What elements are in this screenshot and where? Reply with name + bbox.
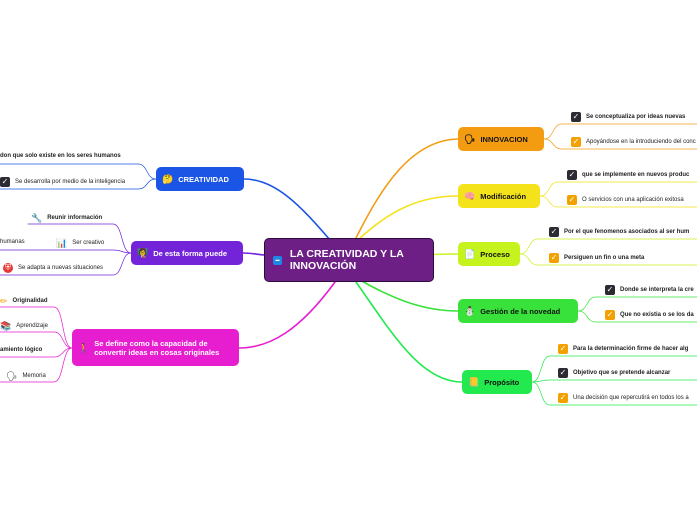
topic-modificacion[interactable]: 🧠 Modificación xyxy=(458,184,540,208)
central-topic[interactable]: ▬ LA CREATIVIDAD Y LA INNOVACIÓN xyxy=(264,238,434,282)
checkbox-icon: ✓ xyxy=(549,253,559,263)
link-leaf-forma-2 xyxy=(0,249,132,254)
link-define xyxy=(238,281,336,349)
topic-proceso[interactable]: 📄 Proceso xyxy=(458,242,520,266)
checkbox-icon: ✓ xyxy=(567,170,577,180)
checkbox-icon: ✓ xyxy=(567,195,577,205)
checkbox-icon: ✓ xyxy=(558,344,568,354)
link-leaf-proceso-1 xyxy=(519,238,697,255)
link-modificacion xyxy=(357,195,459,241)
chart-icon: 📊 xyxy=(56,238,68,248)
leaf-creatividad-2[interactable]: ✓ Se desarrolla por medio de la intelige… xyxy=(0,177,126,187)
leaf-define-2[interactable]: 📚 Aprendizaje xyxy=(0,321,48,331)
link-leaf-modificacion-2 xyxy=(539,195,697,208)
link-leaf-proposito-3 xyxy=(531,381,697,406)
topic-creatividad-label: CREATIVIDAD xyxy=(178,174,229,184)
checkbox-icon: ✓ xyxy=(549,227,559,237)
link-leaf-innovacion-1 xyxy=(543,123,697,140)
link-leaf-gestion-1 xyxy=(577,296,697,312)
link-leaf-define-2 xyxy=(0,331,73,349)
leaf-proceso-1[interactable]: ✓ Por el que fenomenos asociados al ser … xyxy=(549,227,690,237)
link-leaf-define-3 xyxy=(0,347,73,358)
topic-creatividad[interactable]: 🤔 CREATIVIDAD xyxy=(156,167,244,191)
topic-define[interactable]: 🚶 Se define como la capacidad de convert… xyxy=(72,329,239,366)
link-leaf-proceso-2 xyxy=(519,253,697,266)
leaf-innovacion-1[interactable]: ✓ Se conceptualiza por ideas nuevas xyxy=(571,112,686,122)
person-arrow-icon: 🚶 xyxy=(78,342,90,353)
leaf-modificacion-1[interactable]: ✓ que se implemente en nuevos produc xyxy=(567,170,690,180)
head-gears-icon: 🗣 xyxy=(464,134,476,144)
leaf-forma-1[interactable]: 🔧 Reunir información xyxy=(31,213,103,223)
link-leaf-proposito-2 xyxy=(531,379,697,383)
topic-gestion-label: Gestión de la novedad xyxy=(480,306,561,316)
checkbox-icon: ✓ xyxy=(605,285,615,295)
topic-proposito-label: Propósito xyxy=(484,377,520,387)
topic-define-label: Se define como la capacidad de convertir… xyxy=(94,338,220,357)
link-leaf-define-4 xyxy=(0,347,73,383)
topic-modificacion-label: Modificación xyxy=(480,191,527,201)
topic-forma-label: De esta forma puede xyxy=(153,248,227,258)
link-leaf-creatividad-2 xyxy=(0,178,157,190)
thinker-icon: 🤔 xyxy=(162,174,174,184)
leaf-innovacion-2[interactable]: ✓ Apoyándose en la introduciendo del con… xyxy=(571,137,696,147)
checkbox-icon: ✓ xyxy=(571,137,581,147)
leaf-proposito-2[interactable]: ✓ Objetivo que se pretende alcanzar xyxy=(558,368,671,378)
leaf-gestion-1[interactable]: ✓ Donde se interpreta la cre xyxy=(605,285,694,295)
leaf-define-1[interactable]: ✏ Originalidad xyxy=(0,296,48,306)
topic-proceso-label: Proceso xyxy=(480,249,510,259)
topic-innovacion[interactable]: 🗣 INNOVACION xyxy=(458,127,544,151)
leaf-gestion-2[interactable]: ✓ Que no existia o se los da xyxy=(605,310,694,320)
link-gestion xyxy=(359,279,459,312)
leaf-proposito-3[interactable]: ✓ Una decisión que repercutirá en todos … xyxy=(558,393,689,403)
brain-icon: 🧠 xyxy=(464,191,476,201)
topic-forma[interactable]: 👩‍🏫 De esta forma puede xyxy=(131,241,243,265)
leaf-proceso-2[interactable]: ✓ Persiguen un fin o una meta xyxy=(549,253,645,263)
link-creatividad xyxy=(243,178,331,241)
checkbox-icon: ✓ xyxy=(571,112,581,122)
central-topic-label: LA CREATIVIDAD Y LA INNOVACIÓN xyxy=(289,248,404,272)
link-leaf-proposito-1 xyxy=(531,355,697,383)
leaf-define-3[interactable]: amiento lógico xyxy=(0,347,43,353)
link-leaf-creatividad-1 xyxy=(0,163,157,180)
leaf-proposito-1[interactable]: ✓ Para la determinación firme de hacer a… xyxy=(558,344,689,354)
link-forma xyxy=(242,252,265,256)
books-icon: 📚 xyxy=(0,321,12,331)
checkbox-icon: ✓ xyxy=(558,368,568,378)
leaf-creatividad-1[interactable]: don que solo existe en los seres humanos xyxy=(0,153,121,159)
leaf-forma-2[interactable]: humanas xyxy=(0,239,25,245)
map-badge-icon: ▬ xyxy=(273,255,282,265)
wrench-icon: 🔧 xyxy=(31,213,43,223)
topic-proposito[interactable]: 📒 Propósito xyxy=(462,370,532,394)
note-icon: 📒 xyxy=(468,377,480,387)
presenter-icon: 👩‍🏫 xyxy=(137,248,149,258)
topic-gestion[interactable]: ⛄ Gestión de la novedad xyxy=(458,299,578,323)
checkbox-icon: ✓ xyxy=(605,310,615,320)
link-leaf-forma-3 xyxy=(0,252,132,276)
topic-innovacion-label: INNOVACION xyxy=(480,134,528,144)
link-leaf-define-1 xyxy=(0,306,73,349)
leaf-define-4[interactable]: 🗣 Memoria xyxy=(6,371,46,381)
link-leaf-forma-1 xyxy=(27,223,132,254)
page-icon: 📄 xyxy=(464,249,476,259)
leaf-forma-3[interactable]: 📊 Ser creativo xyxy=(56,238,105,248)
shield-icon: ⛨ xyxy=(3,263,13,273)
leaf-modificacion-2[interactable]: ✓ O servicios con una aplicación exitosa xyxy=(567,195,684,205)
link-leaf-innovacion-2 xyxy=(543,138,697,150)
head-icon: 🗣 xyxy=(6,371,18,381)
checkbox-icon: ✓ xyxy=(558,393,568,403)
checkbox-icon: ✓ xyxy=(0,177,10,187)
link-proposito xyxy=(355,281,463,383)
pencil-icon: ✏ xyxy=(0,296,8,306)
link-leaf-gestion-2 xyxy=(577,310,697,323)
leaf-forma-4[interactable]: ⛨ Se adapta a nuevas situaciones xyxy=(3,263,104,273)
person-icon: ⛄ xyxy=(464,306,476,316)
link-leaf-modificacion-1 xyxy=(539,181,697,197)
link-innovacion xyxy=(354,138,459,241)
